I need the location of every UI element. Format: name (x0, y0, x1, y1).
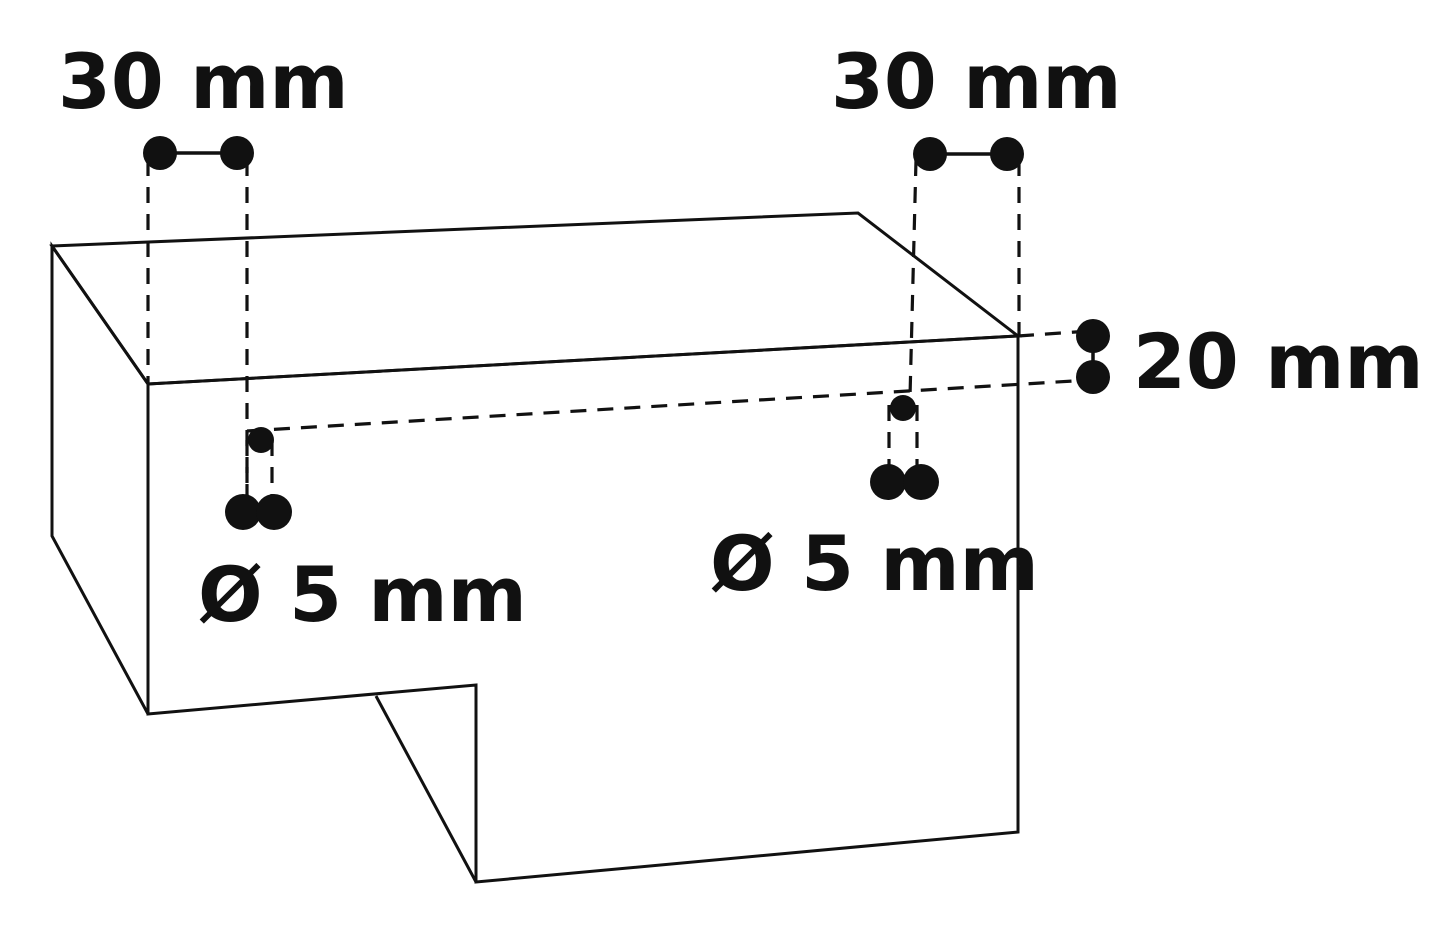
notch-depth-edge (374, 695, 478, 883)
hole-axis-line (246, 378, 1091, 433)
top-face (49, 211, 1023, 386)
dimension-dot (1076, 319, 1110, 353)
left-side-face (50, 241, 150, 715)
right-hole-diameter-label: Ø 5 mm (710, 519, 1039, 608)
right-offset-dimension-label: 20 mm (1133, 317, 1424, 406)
dimension-dot (913, 137, 947, 171)
dimension-dot (1076, 360, 1110, 394)
left-hole-marker (225, 427, 292, 530)
dimension-dot (143, 136, 177, 170)
top-right-dimension-marker (913, 137, 1024, 171)
hole-center-dot (890, 395, 916, 421)
right-offset-dimension-marker (1076, 319, 1110, 394)
hole-diameter-dot (225, 494, 261, 530)
left-hole-diameter-label: Ø 5 mm (198, 550, 527, 639)
right-guide-inner (908, 159, 918, 398)
dimension-dot (990, 137, 1024, 171)
hole-diameter-dot (256, 494, 292, 530)
dimension-guides (146, 159, 1091, 505)
hole-center-dot (248, 427, 274, 453)
dimension-dot (220, 136, 254, 170)
top-right-dimension-label: 30 mm (831, 37, 1122, 126)
hole-diameter-dot (903, 464, 939, 500)
top-left-dimension-marker (143, 136, 254, 170)
top-left-dimension-label: 30 mm (58, 37, 349, 126)
right-hole-marker (870, 395, 939, 500)
hole-diameter-dot (870, 464, 906, 500)
